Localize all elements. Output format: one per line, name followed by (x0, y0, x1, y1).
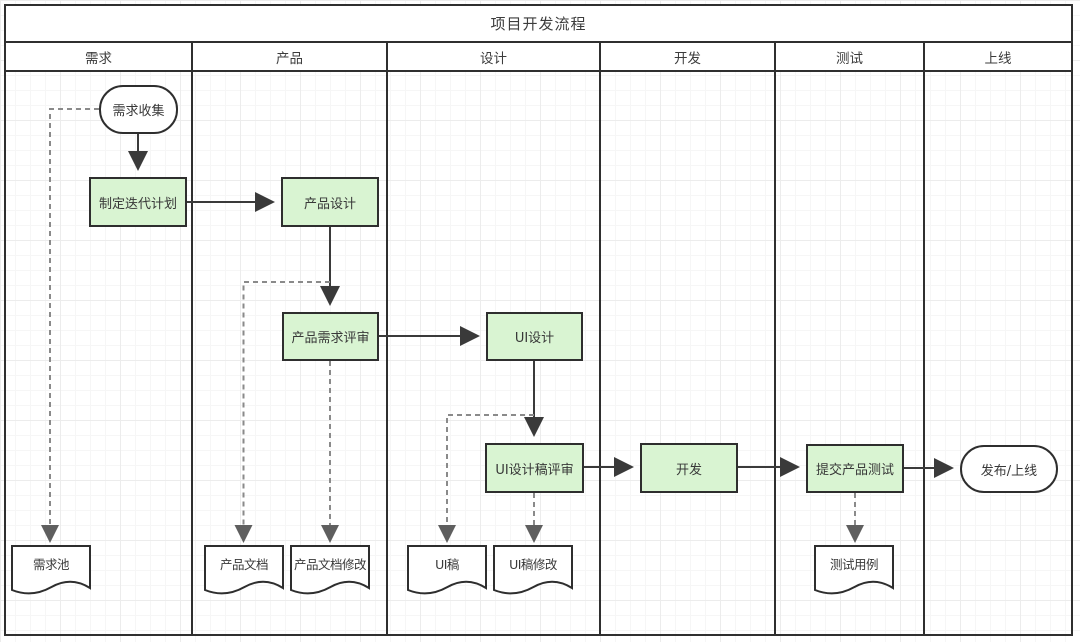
document-shape-icon (814, 545, 894, 595)
doc-requirement-pool[interactable]: 需求池 (11, 545, 91, 601)
node-label: 开发 (675, 462, 702, 478)
lane-header-requirements[interactable]: 需求 (6, 43, 193, 70)
lane-develop (601, 72, 776, 634)
node-ui-draft-review[interactable]: UI设计稿评审 (485, 443, 584, 493)
document-shape-icon (204, 545, 284, 595)
node-label: 制定迭代计划 (98, 196, 177, 212)
node-submit-product-test[interactable]: 提交产品测试 (806, 444, 904, 493)
doc-label: UI稿 (435, 557, 459, 572)
doc-ui-draft[interactable]: UI稿 (407, 545, 487, 601)
node-develop[interactable]: 开发 (640, 443, 738, 493)
node-label: 产品需求评审 (291, 331, 370, 346)
lane-header-develop[interactable]: 开发 (601, 43, 776, 70)
lane-header-test[interactable]: 测试 (776, 43, 925, 70)
doc-product-document-revision[interactable]: 产品文档修改 (290, 545, 370, 601)
node-label: 需求收集 (112, 104, 165, 119)
node-label: UI设计稿评审 (495, 462, 574, 478)
doc-label: 需求池 (32, 557, 70, 572)
lane-launch (925, 72, 1071, 634)
doc-label: 测试用例 (829, 557, 879, 572)
node-label: 产品设计 (303, 196, 356, 212)
lane-test (776, 72, 925, 634)
document-shape-icon (493, 545, 573, 595)
lane-header-launch[interactable]: 上线 (984, 50, 1012, 67)
lane-header-row: 需求 产品 设计 开发 测试 上线 (6, 43, 1071, 72)
doc-test-case[interactable]: 测试用例 (814, 545, 894, 601)
node-label: 发布/上线 (980, 463, 1038, 479)
document-shape-icon (11, 545, 91, 595)
lane-header-design[interactable]: 设计 (388, 43, 601, 70)
doc-label: 产品文档 (219, 557, 269, 572)
lane-header-product[interactable]: 产品 (193, 43, 388, 70)
node-collect-requirements[interactable]: 需求收集 (99, 85, 178, 134)
swimlane-frame: 项目开发流程 需求 产品 设计 开发 测试 上线 (4, 4, 1073, 636)
node-label: UI设计 (514, 331, 555, 346)
document-shape-icon (407, 545, 487, 595)
lane-product (193, 72, 388, 634)
diagram-title: 项目开发流程 (6, 6, 1071, 43)
document-shape-icon (290, 545, 370, 595)
node-ui-design[interactable]: UI设计 (486, 312, 583, 361)
lanes-body (6, 72, 1071, 634)
node-product-requirement-review[interactable]: 产品需求评审 (282, 312, 379, 361)
node-release-online[interactable]: 发布/上线 (960, 445, 1058, 493)
doc-label: 产品文档修改 (293, 557, 367, 572)
node-label: 提交产品测试 (815, 463, 894, 478)
doc-ui-draft-revision[interactable]: UI稿修改 (493, 545, 573, 601)
lane-requirements (6, 72, 193, 634)
doc-label: UI稿修改 (509, 557, 557, 572)
node-product-design[interactable]: 产品设计 (281, 177, 379, 227)
lane-design (388, 72, 601, 634)
node-iteration-plan[interactable]: 制定迭代计划 (89, 177, 187, 227)
doc-product-document[interactable]: 产品文档 (204, 545, 284, 601)
